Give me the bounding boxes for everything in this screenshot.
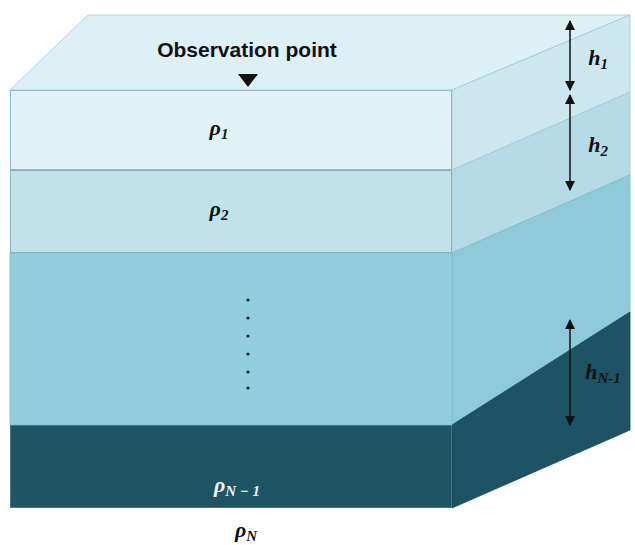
ellipsis-dot: [246, 334, 249, 337]
observation-marker: [238, 74, 258, 87]
ellipsis-dot: [246, 370, 249, 373]
ellipsis-dot: [246, 352, 249, 355]
thickness-label: h2: [588, 132, 608, 158]
layer-band: ρN − 1: [10, 425, 452, 508]
layer-band: ρ1: [10, 90, 452, 170]
thickness-arrow: [569, 320, 571, 425]
density-label: ρ2: [210, 196, 229, 222]
observation-label: Observation point: [157, 38, 337, 62]
layer-band: [10, 253, 452, 425]
density-label: ρN − 1: [214, 472, 260, 498]
layer-band: ρ2: [10, 170, 452, 253]
thickness-label: hN-1: [585, 359, 621, 385]
density-label: ρ1: [210, 115, 229, 141]
ellipsis-dot: [246, 386, 249, 389]
ellipsis-dot: [246, 316, 249, 319]
ellipsis-dot: [246, 298, 249, 301]
thickness-arrow: [569, 21, 571, 90]
thickness-arrow: [569, 95, 571, 190]
thickness-label: h1: [588, 45, 608, 71]
side-face: [452, 312, 630, 508]
density-label: ρN: [235, 517, 257, 543]
